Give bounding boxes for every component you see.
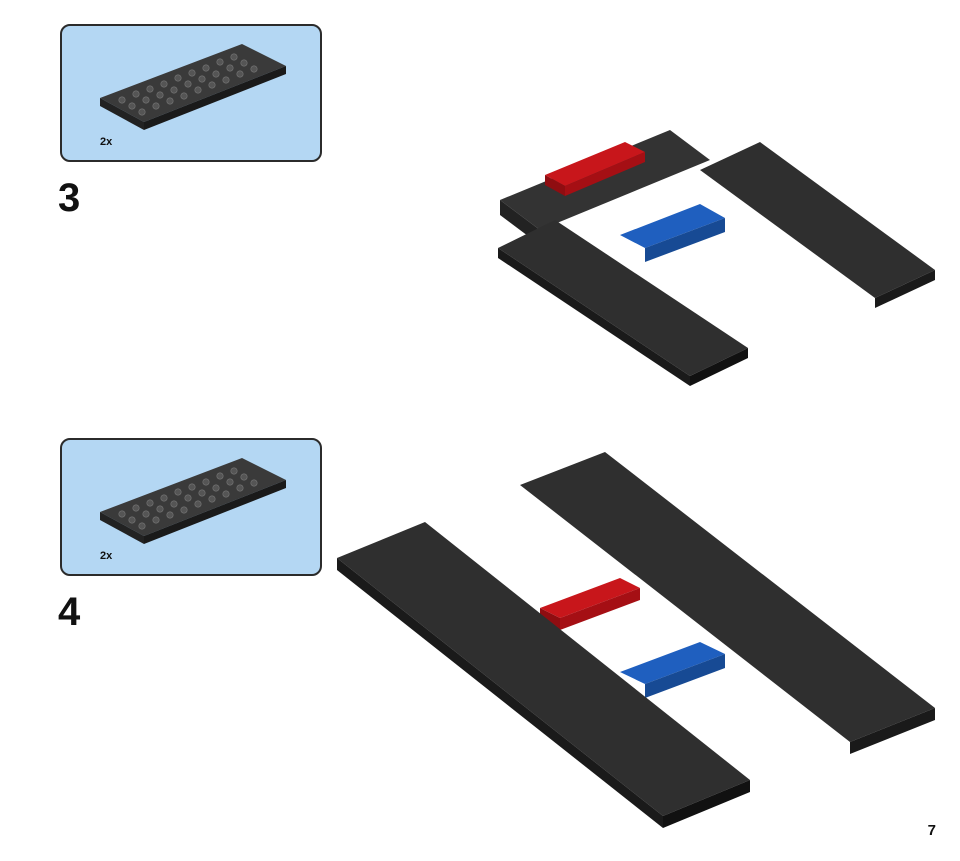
step-3-assembly-illustration: [498, 130, 935, 386]
black-plate-icon: [100, 458, 286, 544]
step-3-parts-callout: 2x: [60, 24, 322, 162]
step-4-parts-callout: 2x: [60, 438, 322, 576]
black-plate-icon: [100, 44, 286, 130]
step-4-assembly-illustration: [337, 452, 935, 828]
part-quantity: 2x: [100, 550, 113, 562]
page-number: 7: [927, 822, 936, 839]
step-number: 3: [58, 176, 81, 220]
step-number: 4: [58, 590, 81, 634]
part-quantity: 2x: [100, 136, 113, 148]
